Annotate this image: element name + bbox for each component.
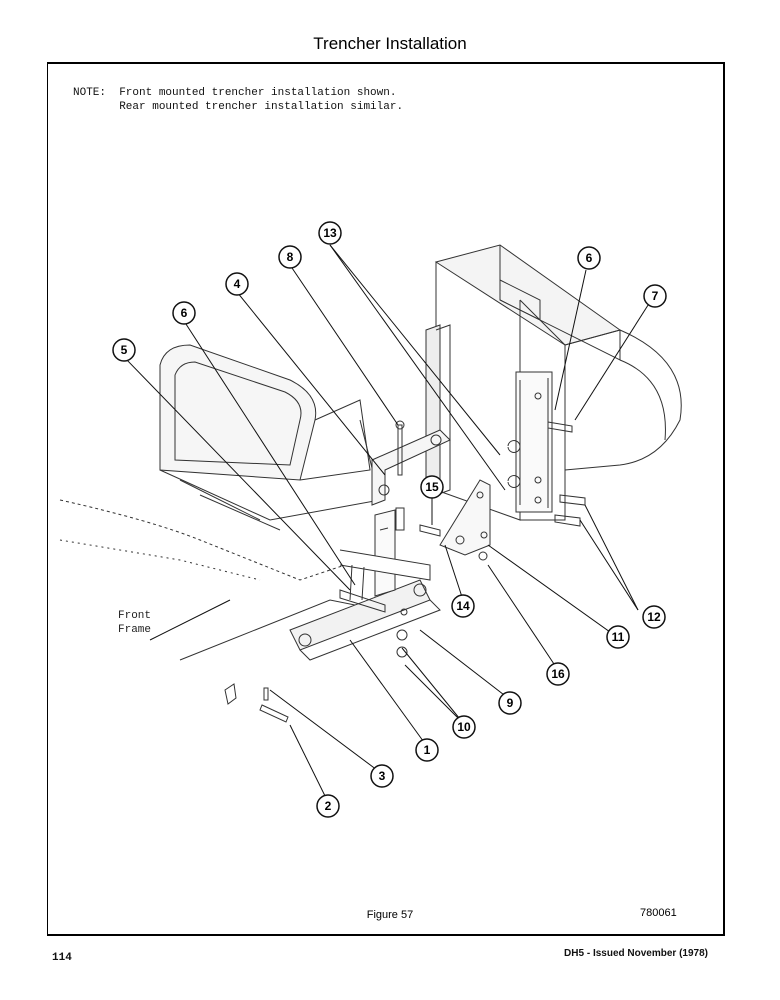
svg-text:7: 7 bbox=[652, 289, 659, 303]
svg-text:12: 12 bbox=[647, 610, 661, 624]
callout-6-left: 6 bbox=[172, 301, 196, 325]
svg-text:3: 3 bbox=[379, 769, 386, 783]
triangular-bracket bbox=[439, 479, 491, 556]
front-frame-label: Front Frame bbox=[118, 609, 151, 637]
callout-10: 10 bbox=[452, 715, 476, 739]
svg-text:9: 9 bbox=[507, 696, 514, 710]
callout-6-right: 6 bbox=[577, 246, 601, 270]
front-frame-label-line-1: Front bbox=[118, 610, 152, 622]
note-line-1: NOTE: Front mounted trencher installatio… bbox=[73, 87, 397, 99]
figure-code: 780061 bbox=[640, 907, 677, 919]
leader-lines bbox=[124, 244, 651, 803]
svg-text:2: 2 bbox=[325, 799, 332, 813]
document-id: DH5 - Issued November (1978) bbox=[564, 948, 708, 959]
callout-12: 12 bbox=[642, 605, 666, 629]
svg-text:15: 15 bbox=[425, 480, 439, 494]
clevis-link bbox=[371, 420, 451, 531]
callout-group: 13 8 6 4 6 7 5 15 12 14 11 16 9 10 1 3 2 bbox=[112, 221, 667, 818]
figure-frame bbox=[47, 62, 725, 936]
svg-text:13: 13 bbox=[323, 226, 337, 240]
svg-text:5: 5 bbox=[121, 343, 128, 357]
svg-text:6: 6 bbox=[181, 306, 188, 320]
note-line-2: Rear mounted trencher installation simil… bbox=[73, 101, 404, 113]
page-number: 114 bbox=[52, 952, 72, 964]
callout-14: 14 bbox=[451, 594, 475, 618]
svg-text:16: 16 bbox=[551, 667, 565, 681]
front-frame-label-line-2: Frame bbox=[118, 624, 152, 636]
callout-1: 1 bbox=[415, 738, 439, 762]
callout-5: 5 bbox=[112, 338, 136, 362]
callout-16: 16 bbox=[546, 662, 570, 686]
callout-3: 3 bbox=[370, 764, 394, 788]
svg-text:8: 8 bbox=[287, 250, 294, 264]
figure-caption: Figure 57 bbox=[366, 909, 414, 921]
callout-2: 2 bbox=[316, 794, 340, 818]
svg-text:14: 14 bbox=[456, 599, 470, 613]
callout-4: 4 bbox=[225, 272, 249, 296]
callout-13: 13 bbox=[318, 221, 342, 245]
svg-text:10: 10 bbox=[457, 720, 471, 734]
page-title: Trencher Installation bbox=[313, 34, 467, 53]
installation-note: NOTE: Front mounted trencher installatio… bbox=[73, 86, 403, 114]
hitch-bracket bbox=[289, 509, 441, 661]
callout-11: 11 bbox=[606, 625, 630, 649]
svg-text:4: 4 bbox=[234, 277, 241, 291]
callout-15: 15 bbox=[420, 475, 444, 499]
rear-mounting-block bbox=[425, 244, 682, 521]
svg-text:1: 1 bbox=[424, 743, 431, 757]
pins-and-bolts bbox=[224, 421, 586, 723]
callout-8: 8 bbox=[278, 245, 302, 269]
svg-text:11: 11 bbox=[612, 630, 625, 644]
svg-text:6: 6 bbox=[586, 251, 593, 265]
callout-9: 9 bbox=[498, 691, 522, 715]
callout-7: 7 bbox=[643, 284, 667, 308]
trencher-frame bbox=[59, 344, 381, 661]
